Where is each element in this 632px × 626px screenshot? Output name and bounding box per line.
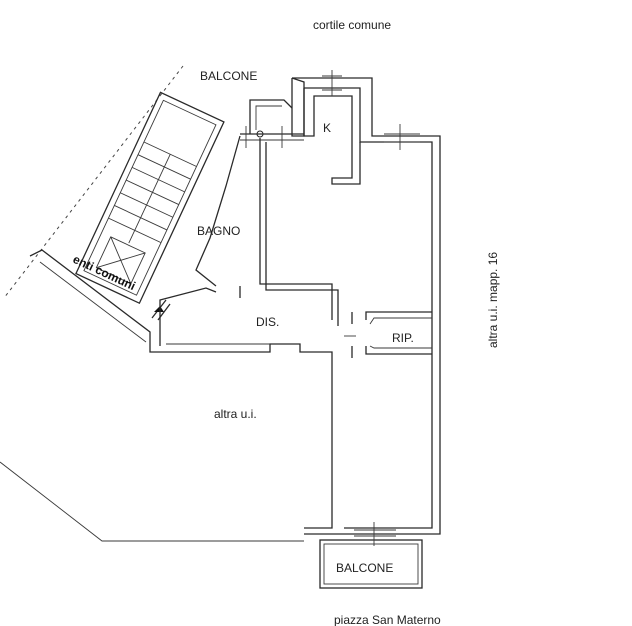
window-room-top	[384, 124, 420, 150]
window-kitchen-top	[322, 70, 342, 96]
apartment-outer-wall	[291, 77, 305, 137]
pipe-marker	[256, 130, 264, 138]
common-parts-wall-inner	[39, 261, 147, 343]
bathroom-wall-right	[259, 138, 333, 320]
label-bathroom: BAGNO	[197, 224, 240, 238]
apartment-walls-main	[292, 77, 441, 535]
hall-bottom-wall	[160, 343, 333, 529]
label-bottom-square: piazza San Materno	[334, 613, 441, 626]
common-parts-wall	[29, 249, 160, 353]
label-balcone-bottom: BALCONE	[336, 561, 393, 575]
storage-wall-bottom-inner	[369, 345, 432, 349]
label-balcone-top: BALCONE	[200, 69, 257, 83]
apartment-walls-inner-right	[304, 87, 433, 529]
hall-left-wall	[159, 287, 217, 346]
storage-wall-top-inner	[369, 317, 432, 325]
storage-wall-bottom	[365, 346, 432, 355]
label-kitchen: K	[323, 121, 331, 135]
window-balcone-top	[245, 126, 283, 148]
label-other-unit-right: altra u.i. mapp. 16	[486, 252, 500, 348]
storage-wall-top	[365, 311, 432, 320]
balcone-bottom-outline	[319, 539, 423, 589]
balcone-top-outline-inner	[255, 105, 282, 130]
entrance-door-icon	[151, 299, 171, 321]
bathroom-wall-right-inner	[265, 142, 339, 326]
bathroom-wall-left	[195, 135, 241, 287]
balcone-bottom-inner	[323, 543, 419, 585]
stairwell	[75, 91, 225, 305]
label-courtyard: cortile comune	[313, 18, 391, 32]
balcone-top-outline	[249, 99, 293, 134]
kitchen-walls	[303, 88, 361, 185]
label-storage: RIP.	[392, 331, 414, 345]
window-balcone-bottom	[354, 522, 396, 546]
label-other-unit-left: altra u.i.	[214, 407, 257, 421]
lower-left-boundary	[0, 461, 304, 542]
label-hall: DIS.	[256, 315, 279, 329]
